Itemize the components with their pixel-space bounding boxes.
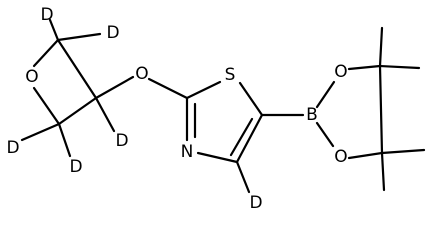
bond-cd-ch2bottom xyxy=(57,96,98,126)
atom-d-top-right: D xyxy=(106,23,119,43)
bond-b-o-top xyxy=(315,80,336,109)
bond-ch2top-cd xyxy=(56,38,98,100)
bond-c2-s xyxy=(185,80,222,100)
atom-s-thiazole: S xyxy=(225,65,236,85)
bond-s-c5 xyxy=(238,81,264,117)
atom-d-ch: D xyxy=(115,131,128,151)
molecule-structure: O O S N B O O D D D D D D xyxy=(6,5,426,213)
atom-o-boronate-bottom: O xyxy=(334,147,347,167)
bond-d-ch xyxy=(94,96,116,133)
bond-c5-c4-inner xyxy=(229,117,254,157)
atom-o-boronate-top: O xyxy=(334,62,347,82)
bond-o-top-c xyxy=(347,64,382,71)
bond-methyl-2 xyxy=(378,64,421,70)
atom-d-bottom-left: D xyxy=(6,138,19,158)
atom-n-thiazole: N xyxy=(181,142,194,162)
atom-o-oxetane: O xyxy=(25,67,38,87)
atom-b-boron: B xyxy=(306,105,318,125)
bond-b-o-bottom xyxy=(315,121,335,148)
structure-canvas: O O S N B O O D D D D D D xyxy=(6,5,426,213)
bond-o-ch2top xyxy=(32,38,60,68)
bond-ch2bottom-o xyxy=(32,86,61,126)
bond-c4-n xyxy=(196,151,239,164)
bond-c5-c4 xyxy=(235,113,264,164)
bond-o-bottom-c xyxy=(347,151,384,160)
bond-c-c-pinacol xyxy=(378,64,384,155)
atom-d-thiazole: D xyxy=(249,193,262,213)
bond-c4-d xyxy=(235,160,251,194)
atom-o-ether: O xyxy=(135,64,148,84)
bond-methyl-3 xyxy=(380,148,426,155)
bond-o-ether-c2 xyxy=(147,77,189,100)
bond-d-top-right xyxy=(56,32,102,42)
bond-d-bottom-left xyxy=(20,122,61,142)
bond-methyl-4 xyxy=(380,151,386,192)
bond-methyl-1 xyxy=(378,26,384,68)
bond-d-bottom-right xyxy=(57,122,72,158)
atom-d-top-left: D xyxy=(40,5,53,25)
atom-d-bottom-right: D xyxy=(69,157,82,177)
bond-d-top-left xyxy=(48,18,60,42)
bond-cd-o-ether xyxy=(94,75,135,100)
